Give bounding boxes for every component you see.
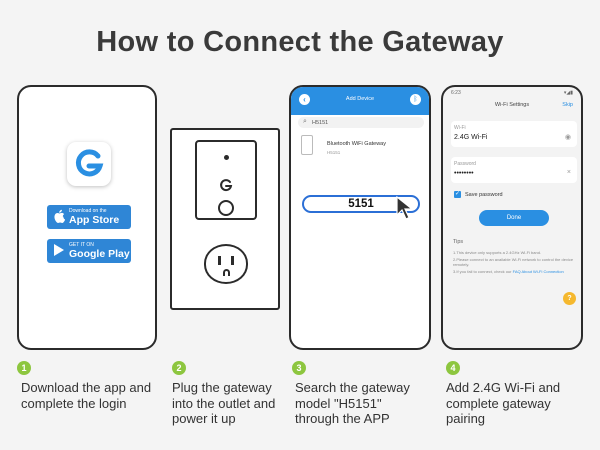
wifi-settings-title: Wi-Fi Settings (494, 102, 530, 108)
page-title: How to Connect the Gateway (96, 26, 504, 58)
phone-download-app: Download on the App Store GET IT ON Goog… (17, 85, 157, 350)
phone-wifi-settings: 6:23 ▾◢▮ Wi-Fi Settings Skip Wi-Fi 2.4G … (441, 85, 583, 350)
govee-g-icon (220, 179, 233, 192)
device-thumbnail (301, 135, 313, 155)
add-device-header: ‹ Add Device ᛒ (291, 87, 429, 115)
back-icon[interactable]: ‹ (299, 94, 310, 105)
app-store-button[interactable]: Download on the App Store (47, 205, 131, 229)
play-triangle-icon (52, 243, 66, 259)
model-highlight: 5151 (302, 195, 420, 213)
save-password-checkbox[interactable]: ✓ (454, 191, 461, 198)
step-badge-3: 3 (292, 361, 306, 375)
gateway-button-icon (218, 200, 234, 216)
wall-plate-illustration (170, 128, 280, 310)
wifi-dropdown-icon[interactable]: ◉ (564, 134, 571, 141)
step-text-4: Add 2.4G Wi-Fi and complete gateway pair… (446, 380, 561, 426)
cursor-arrow-icon (396, 195, 414, 220)
faq-link[interactable]: FAQ About Wi-Fi Connection (512, 269, 564, 274)
device-list-item[interactable]: Bluetooth WiFi Gateway H5151 (297, 133, 425, 161)
wifi-field[interactable]: Wi-Fi 2.4G Wi-Fi ◉ (451, 121, 577, 147)
step-text-3: Search the gateway model "H5151" through… (295, 380, 410, 426)
step-text-1: Download the app and complete the login (21, 380, 152, 411)
tips-title: Tips (453, 239, 464, 245)
password-field[interactable]: Password •••••••• × (451, 157, 577, 183)
govee-g-icon (75, 149, 104, 177)
gateway-device (195, 140, 257, 220)
step-text-2: Plug the gateway into the outlet and pow… (172, 380, 276, 426)
skip-link[interactable]: Skip (562, 102, 573, 108)
search-icon: ⌕ (303, 118, 307, 125)
indicator-light-icon (224, 155, 229, 160)
bluetooth-icon[interactable]: ᛒ (410, 94, 421, 105)
step-badge-1: 1 (17, 361, 31, 375)
done-button[interactable]: Done (479, 210, 549, 226)
step-badge-4: 4 (446, 361, 460, 375)
add-device-title: Add Device (345, 96, 375, 102)
help-icon[interactable]: ? (563, 292, 576, 305)
clear-icon[interactable]: × (566, 169, 571, 176)
step-badge-2: 2 (172, 361, 186, 375)
apple-icon (52, 209, 66, 225)
phone-add-device: ‹ Add Device ᛒ ⌕ H5151 Bluetooth WiFi Ga… (289, 85, 431, 350)
signal-battery-icon: ▾◢▮ (563, 90, 573, 96)
power-outlet (204, 244, 248, 284)
device-search-input[interactable]: ⌕ H5151 (298, 117, 424, 128)
google-play-button[interactable]: GET IT ON Google Play (47, 239, 131, 263)
app-logo (67, 142, 111, 186)
